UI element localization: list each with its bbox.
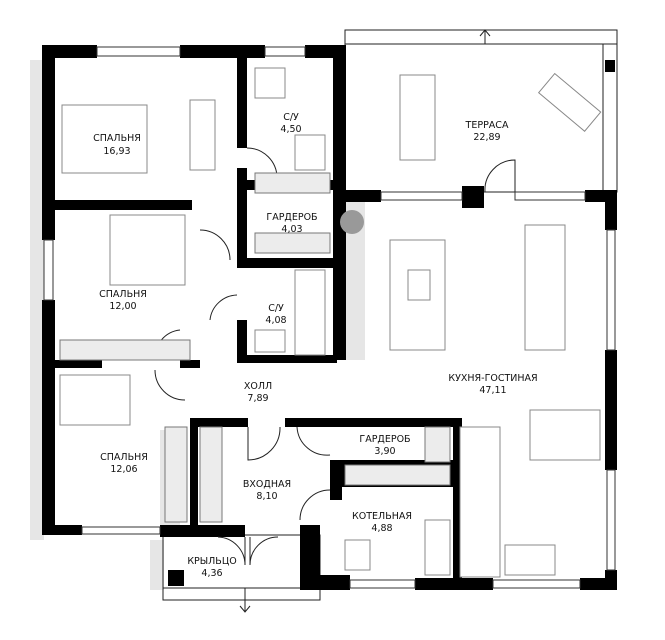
- sofa-icon: [389, 239, 446, 351]
- room-area: 16,93: [103, 146, 130, 157]
- room-name: КРЫЛЬЦО: [187, 556, 236, 567]
- terrace-table-icon: [399, 74, 436, 161]
- plant-icon: [340, 210, 364, 234]
- room-area: 4,36: [201, 568, 222, 579]
- bed-icon-3: [59, 374, 131, 426]
- room-name: КОТЕЛЬНАЯ: [352, 511, 412, 522]
- room-area: 4,50: [280, 124, 301, 135]
- kitchen-counter-icon: [459, 426, 501, 578]
- room-name: С/У: [268, 303, 284, 314]
- room-name: ГАРДЕРОБ: [359, 434, 410, 445]
- toilet-icon: [254, 67, 286, 99]
- sink-icon: [294, 134, 326, 171]
- bed-icon-2: [109, 214, 186, 286]
- room-labels: СПАЛЬНЯ 16,93 С/У 4,50 ТЕРРАСА 22,89 ГАР…: [93, 112, 537, 579]
- windows: [43, 46, 616, 589]
- room-area: 47,11: [479, 385, 506, 396]
- doors: [154, 147, 516, 566]
- kitchen-island-icon: [529, 409, 601, 461]
- room-area: 4,03: [281, 224, 302, 235]
- room-name: СПАЛЬНЯ: [93, 133, 141, 144]
- room-area: 22,89: [473, 132, 500, 143]
- room-name: ТЕРРАСА: [465, 120, 509, 131]
- room-name: ГАРДЕРОБ: [266, 212, 317, 223]
- porch-outline: [162, 534, 321, 613]
- sunbed-icon: [537, 72, 602, 132]
- room-area: 8,10: [256, 491, 277, 502]
- room-name: СПАЛЬНЯ: [100, 452, 148, 463]
- room-area: 3,90: [374, 446, 395, 457]
- room-area: 12,06: [110, 464, 137, 475]
- room-name: СПАЛЬНЯ: [99, 289, 147, 300]
- room-name: ВХОДНАЯ: [243, 479, 291, 490]
- room-area: 4,88: [371, 523, 392, 534]
- room-name: ХОЛЛ: [244, 381, 272, 392]
- bed-icon: [61, 104, 148, 174]
- furniture: [59, 67, 602, 578]
- room-name: С/У: [283, 112, 299, 123]
- walls: [42, 45, 617, 590]
- room-area: 4,08: [265, 315, 286, 326]
- room-area: 12,00: [109, 301, 136, 312]
- dining-table-icon: [524, 224, 566, 351]
- bathtub-icon: [294, 269, 326, 356]
- room-name: КУХНЯ-ГОСТИНАЯ: [448, 373, 537, 384]
- room-area: 7,89: [247, 393, 268, 404]
- wardrobe-icon: [254, 172, 331, 194]
